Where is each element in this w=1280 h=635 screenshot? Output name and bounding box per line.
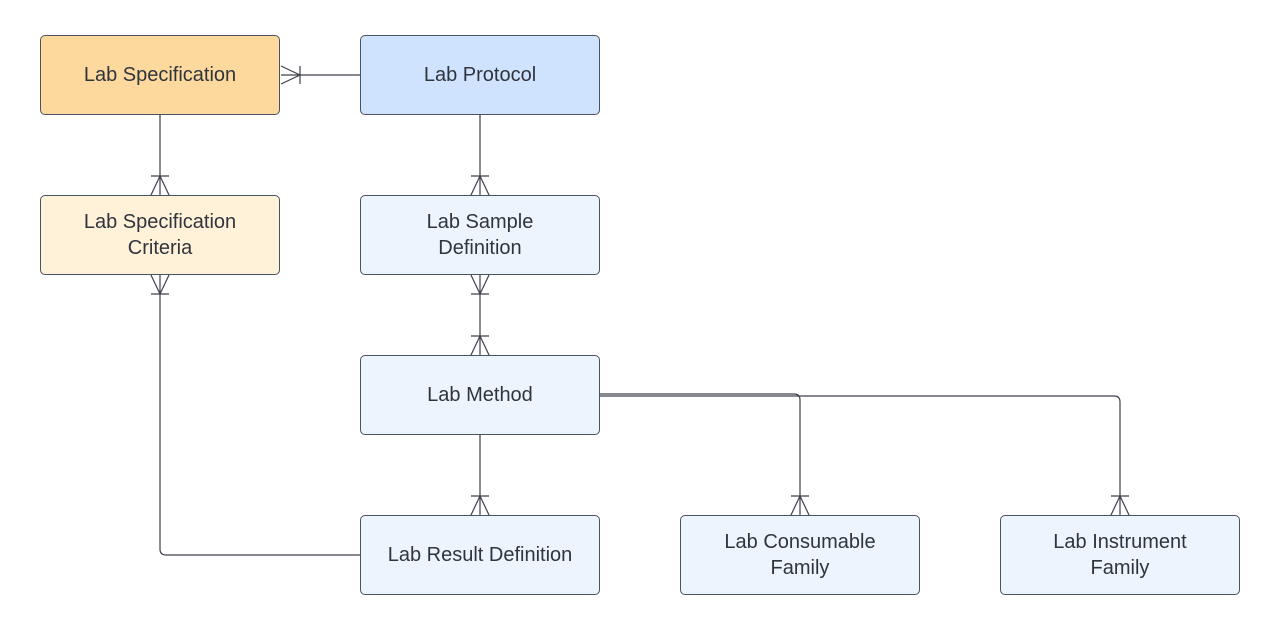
connector-result-criteria (150, 274, 360, 556)
entity-label: Lab Specification (83, 64, 237, 86)
entity-lab-specification[interactable]: Lab Specification (40, 35, 280, 115)
connector-protocol-specification (280, 65, 360, 85)
entity-lab-instrument-family[interactable]: Lab Instrument Family (1000, 515, 1240, 595)
connector-sample-method (470, 274, 490, 356)
entity-lab-protocol[interactable]: Lab Protocol (360, 35, 600, 115)
entity-lab-sample-definition[interactable]: Lab Sample Definition (360, 195, 600, 275)
connector-specification-criteria (150, 115, 170, 196)
entity-label: Lab Method (427, 384, 533, 406)
entity-label: Lab Result Definition (387, 544, 573, 566)
entity-lab-result-definition[interactable]: Lab Result Definition (360, 515, 600, 595)
entity-label: Lab Sample Definition (426, 211, 534, 259)
entity-label: Lab Instrument Family (1053, 531, 1187, 579)
entity-label: Lab Protocol (423, 64, 537, 86)
entity-label: Lab Consumable Family (724, 531, 876, 579)
connector-method-result (470, 435, 490, 516)
connector-protocol-sample (470, 115, 490, 196)
entity-lab-specification-criteria[interactable]: Lab Specification Criteria (40, 195, 280, 275)
connector-method-instrument (600, 395, 1130, 516)
entity-lab-method[interactable]: Lab Method (360, 355, 600, 435)
entity-label: Lab Specification Criteria (83, 211, 237, 259)
entity-lab-consumable-family[interactable]: Lab Consumable Family (680, 515, 920, 595)
connector-method-consumable (600, 393, 810, 516)
